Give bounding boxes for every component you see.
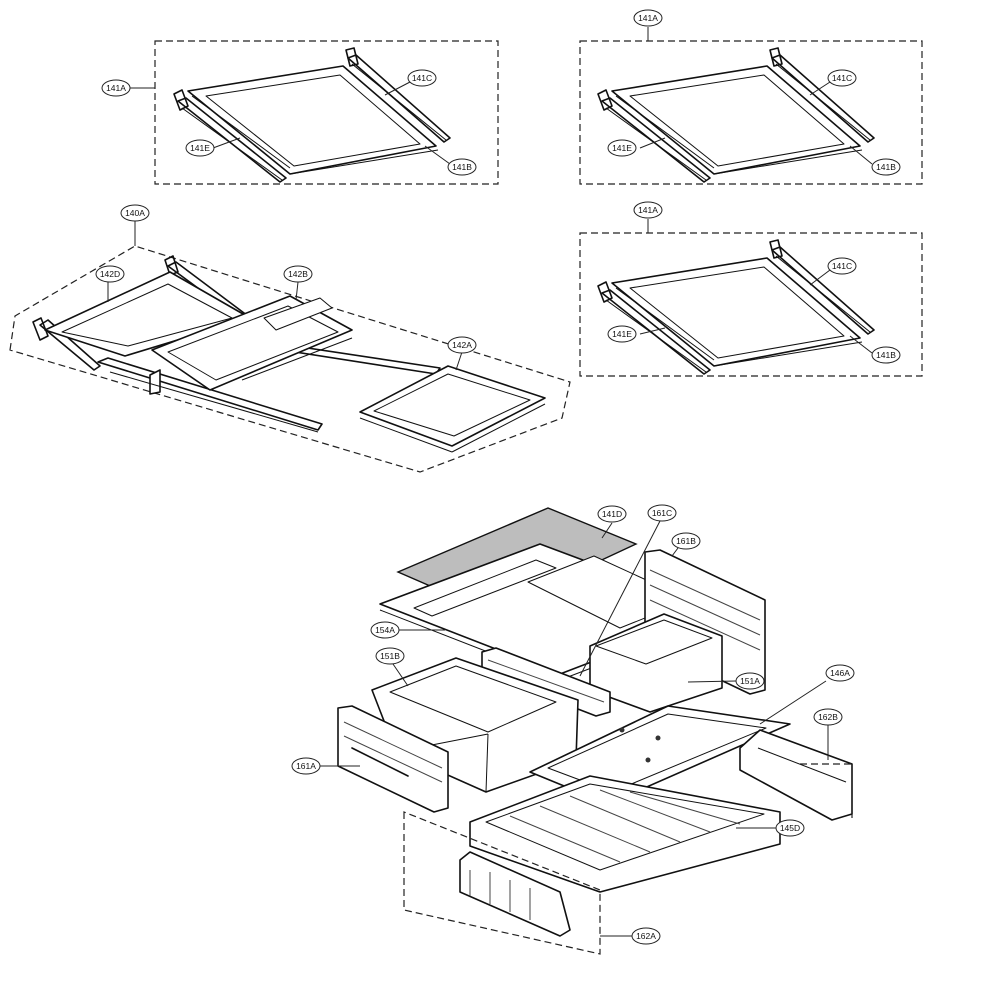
- svg-text:141B: 141B: [452, 162, 472, 172]
- svg-text:146A: 146A: [830, 668, 850, 678]
- svg-text:161A: 161A: [296, 761, 316, 771]
- shelf-assembly-141-left: [128, 40, 499, 185]
- label-141C-group3: 141C: [827, 257, 857, 275]
- svg-text:140A: 140A: [125, 208, 145, 218]
- group-boundary: [579, 40, 923, 185]
- label-141E-group1: 141E: [185, 139, 215, 157]
- label-140A: 140A: [120, 204, 150, 222]
- label-142D: 142D: [95, 265, 125, 283]
- svg-text:141B: 141B: [876, 162, 896, 172]
- label-141A-group1: 141A: [101, 79, 131, 97]
- label-162A: 162A: [631, 927, 661, 945]
- svg-text:141A: 141A: [638, 205, 658, 215]
- label-141A-group2: 141A: [633, 9, 663, 27]
- svg-text:142D: 142D: [100, 269, 120, 279]
- svg-text:141C: 141C: [832, 73, 852, 83]
- svg-text:141C: 141C: [412, 73, 432, 83]
- svg-text:161B: 161B: [676, 536, 696, 546]
- svg-text:142B: 142B: [288, 269, 308, 279]
- svg-text:161C: 161C: [652, 508, 672, 518]
- shelf-assembly-141-right-top: [579, 27, 923, 185]
- label-161A: 161A: [291, 757, 321, 775]
- svg-text:162B: 162B: [818, 712, 838, 722]
- svg-text:141A: 141A: [638, 13, 658, 23]
- svg-text:162A: 162A: [636, 931, 656, 941]
- svg-text:151A: 151A: [740, 676, 760, 686]
- label-141A-group3: 141A: [633, 201, 663, 219]
- label-142B: 142B: [283, 265, 313, 283]
- label-154A: 154A: [370, 621, 400, 639]
- crisper-assembly: [320, 507, 853, 955]
- part-labels: 141A 141C 141E 141B 141A 141C 141E 141B …: [95, 9, 901, 945]
- label-146A: 146A: [825, 664, 855, 682]
- shelf-assembly-141-right-middle: [579, 219, 923, 377]
- label-141C-group1: 141C: [407, 69, 437, 87]
- label-142A: 142A: [447, 336, 477, 354]
- svg-text:151B: 151B: [380, 651, 400, 661]
- label-151B: 151B: [375, 647, 405, 665]
- label-141B-group3: 141B: [871, 346, 901, 364]
- group-boundary: [403, 811, 601, 955]
- svg-text:141B: 141B: [876, 350, 896, 360]
- label-141C-group2: 141C: [827, 69, 857, 87]
- label-162B: 162B: [813, 708, 843, 726]
- shelf-assembly-140A: [9, 221, 571, 473]
- svg-text:141E: 141E: [612, 143, 632, 153]
- label-161C: 161C: [647, 504, 677, 522]
- label-161B: 161B: [671, 532, 701, 550]
- svg-text:145D: 145D: [780, 823, 800, 833]
- label-141E-group2: 141E: [607, 139, 637, 157]
- svg-text:141A: 141A: [106, 83, 126, 93]
- label-151A: 151A: [735, 672, 765, 690]
- label-141B-group1: 141B: [447, 158, 477, 176]
- svg-text:141C: 141C: [832, 261, 852, 271]
- svg-text:141E: 141E: [190, 143, 210, 153]
- svg-text:154A: 154A: [375, 625, 395, 635]
- label-141B-group2: 141B: [871, 158, 901, 176]
- svg-text:141D: 141D: [602, 509, 622, 519]
- svg-text:141E: 141E: [612, 329, 632, 339]
- svg-text:142A: 142A: [452, 340, 472, 350]
- group-boundary: [579, 232, 923, 377]
- label-145D: 145D: [775, 819, 805, 837]
- group-boundary: [9, 245, 571, 473]
- label-141D: 141D: [597, 505, 627, 523]
- group-boundary: [154, 40, 499, 185]
- label-141E-group3: 141E: [607, 325, 637, 343]
